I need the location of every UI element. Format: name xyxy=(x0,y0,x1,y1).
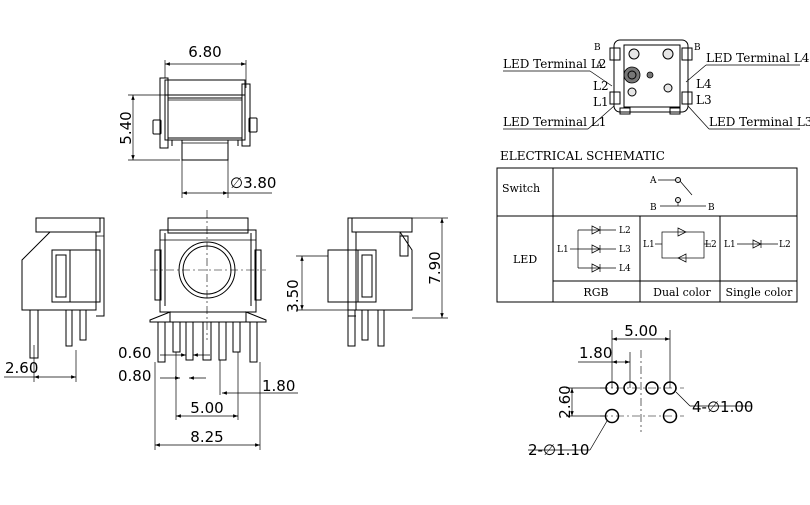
top-diameter-dim: ∅3.80 xyxy=(230,174,276,192)
front-dim-5: 8.25 xyxy=(190,428,223,446)
row-label-switch: Switch xyxy=(502,182,540,195)
led-type-single: Single color xyxy=(726,286,794,299)
electrical-schematic: ELECTRICAL SCHEMATIC Switch LED A B B L1 xyxy=(496,149,798,303)
callout-l3: LED Terminal L3 xyxy=(709,115,810,129)
single-l1: L1 xyxy=(724,240,736,250)
pcb-dim-1: 5.00 xyxy=(624,322,657,340)
front-dim-2: 0.80 xyxy=(118,367,151,385)
terminal-view: B B A L2 L1 L4 L3 LED Terminal L2 LED Te… xyxy=(503,39,810,130)
terminal-l2: L2 xyxy=(593,79,609,93)
switch-symbol: A B B xyxy=(649,176,715,213)
top-width-dim: 6.80 xyxy=(188,43,221,61)
dual-led-symbol: L1 L2 xyxy=(643,227,717,263)
row-label-led: LED xyxy=(513,253,537,266)
top-height-dim: 5.40 xyxy=(117,111,135,144)
terminal-b-right: B xyxy=(694,43,701,53)
terminal-l4: L4 xyxy=(696,77,712,91)
dual-l1: L1 xyxy=(643,240,655,250)
terminal-l3: L3 xyxy=(696,93,712,107)
single-l2: L2 xyxy=(779,240,791,250)
front-dim-3: 1.80 xyxy=(262,377,295,395)
dual-l2: L2 xyxy=(705,240,717,250)
pcb-layout: 5.00 1.80 2.60 4-∅1.00 2-∅1.10 xyxy=(528,322,753,459)
front-view: 0.60 0.80 1.80 5.00 8.25 xyxy=(118,210,298,450)
rgb-l1: L1 xyxy=(557,245,569,255)
pcb-callout-1: 4-∅1.00 xyxy=(692,398,753,416)
pcb-dim-2: 1.80 xyxy=(579,344,612,362)
callout-l2: LED Terminal L2 xyxy=(503,57,606,71)
rgb-l2: L2 xyxy=(619,226,631,236)
pcb-callout-2: 2-∅1.10 xyxy=(528,441,589,459)
terminal-a: A xyxy=(595,61,603,71)
rgb-led-symbol: L1 L2 L3 L4 xyxy=(557,225,631,274)
right-side-view: 3.50 7.90 xyxy=(284,217,448,347)
switch-pin-b-left: B xyxy=(650,203,657,213)
front-dim-1: 0.60 xyxy=(118,344,151,362)
schematic-title: ELECTRICAL SCHEMATIC xyxy=(500,149,665,163)
led-type-dual: Dual color xyxy=(653,286,711,299)
right-dim-2: 7.90 xyxy=(426,251,444,284)
terminal-l1: L1 xyxy=(593,95,609,109)
led-type-rgb: RGB xyxy=(583,286,608,299)
left-side-view: 2.60 xyxy=(4,217,105,382)
left-dim: 2.60 xyxy=(5,359,38,377)
rgb-l4: L4 xyxy=(619,264,631,274)
callout-l4: LED Terminal L4 xyxy=(706,51,810,65)
top-view: 6.80 5.40 ∅3.80 xyxy=(117,43,276,198)
switch-pin-b-right: B xyxy=(708,203,715,213)
rgb-l3: L3 xyxy=(619,245,631,255)
pcb-dim-3: 2.60 xyxy=(556,385,574,418)
switch-pin-a: A xyxy=(649,176,657,186)
callout-l1: LED Terminal L1 xyxy=(503,115,606,129)
right-dim-1: 3.50 xyxy=(284,279,302,312)
single-led-symbol: L1 L2 xyxy=(724,239,791,250)
front-dim-4: 5.00 xyxy=(190,399,223,417)
terminal-b-left: B xyxy=(594,43,601,53)
